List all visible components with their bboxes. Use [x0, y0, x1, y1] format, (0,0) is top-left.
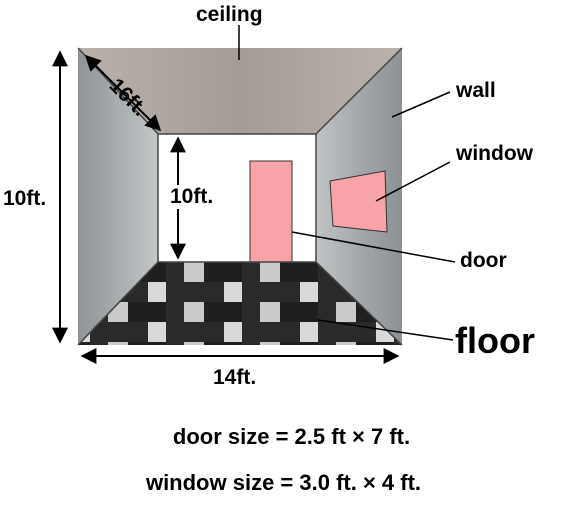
room-width-label: 14ft.: [213, 366, 257, 389]
floor-label: floor: [455, 320, 535, 361]
wall-label: wall: [456, 79, 496, 102]
room-depth-arrow: [84, 54, 162, 132]
door-shape: [249, 160, 293, 263]
floor-surface: [78, 262, 402, 345]
floor-leader: [317, 319, 454, 341]
window-label: window: [456, 142, 533, 165]
door-size-caption: door size = 2.5 ft × 7 ft.: [172, 424, 411, 449]
door-leader: [291, 231, 456, 263]
window-leader: [375, 161, 451, 202]
door-label: door: [460, 249, 507, 272]
window-shape: [329, 170, 388, 233]
wall-leader: [391, 91, 451, 118]
room-height-label: 10ft.: [3, 187, 47, 211]
window-size-caption: window size = 3.0 ft. × 4 ft.: [145, 470, 422, 495]
back-wall-height-label: 10ft.: [170, 185, 214, 209]
ceiling-label: ceiling: [196, 3, 263, 26]
